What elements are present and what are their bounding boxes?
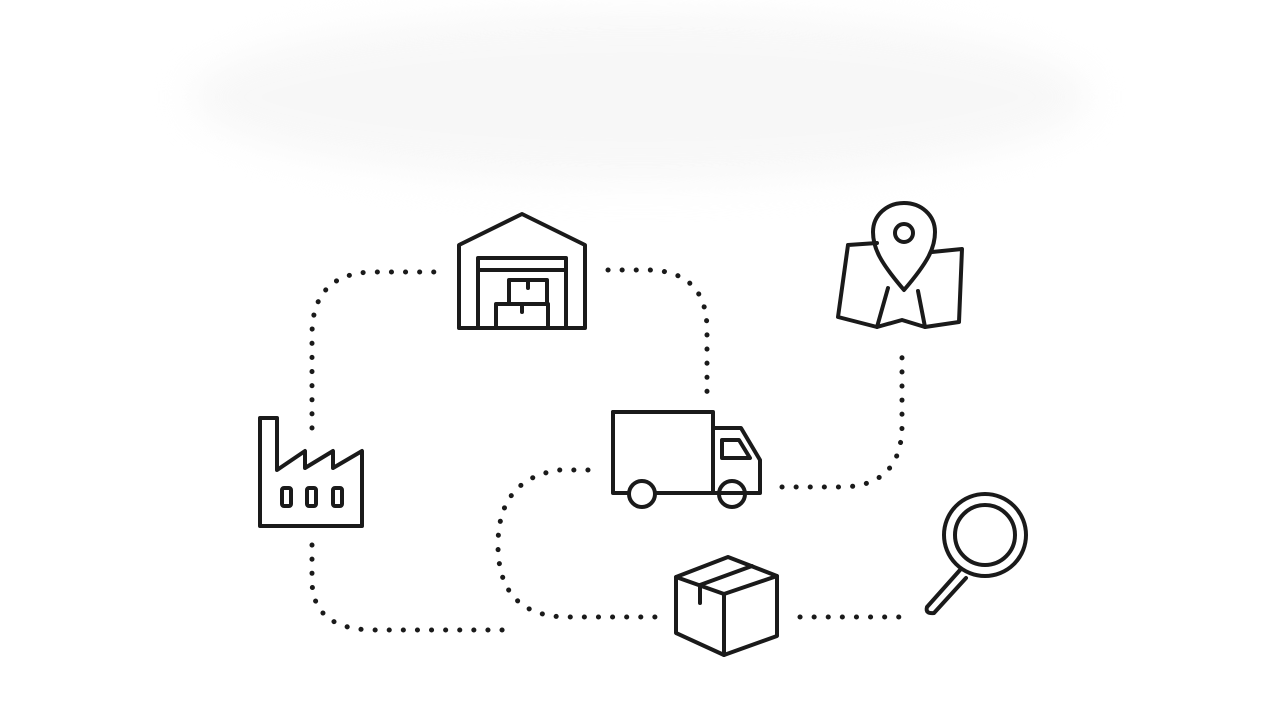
delivery-truck-icon: [611, 410, 762, 509]
background-smudge: [190, 12, 1090, 182]
factory-icon: [258, 416, 364, 528]
map-pin-icon: [836, 201, 964, 329]
warehouse-icon: [457, 212, 587, 330]
connector-factory-package: [309, 542, 515, 633]
magnifying-glass-icon: [924, 492, 1028, 616]
connector-factory-warehouse: [309, 269, 445, 431]
connector-warehouse-truck: [605, 267, 710, 395]
connector-truck-package: [495, 467, 660, 620]
package-box-icon: [674, 555, 779, 657]
connector-truck-map: [779, 342, 905, 490]
